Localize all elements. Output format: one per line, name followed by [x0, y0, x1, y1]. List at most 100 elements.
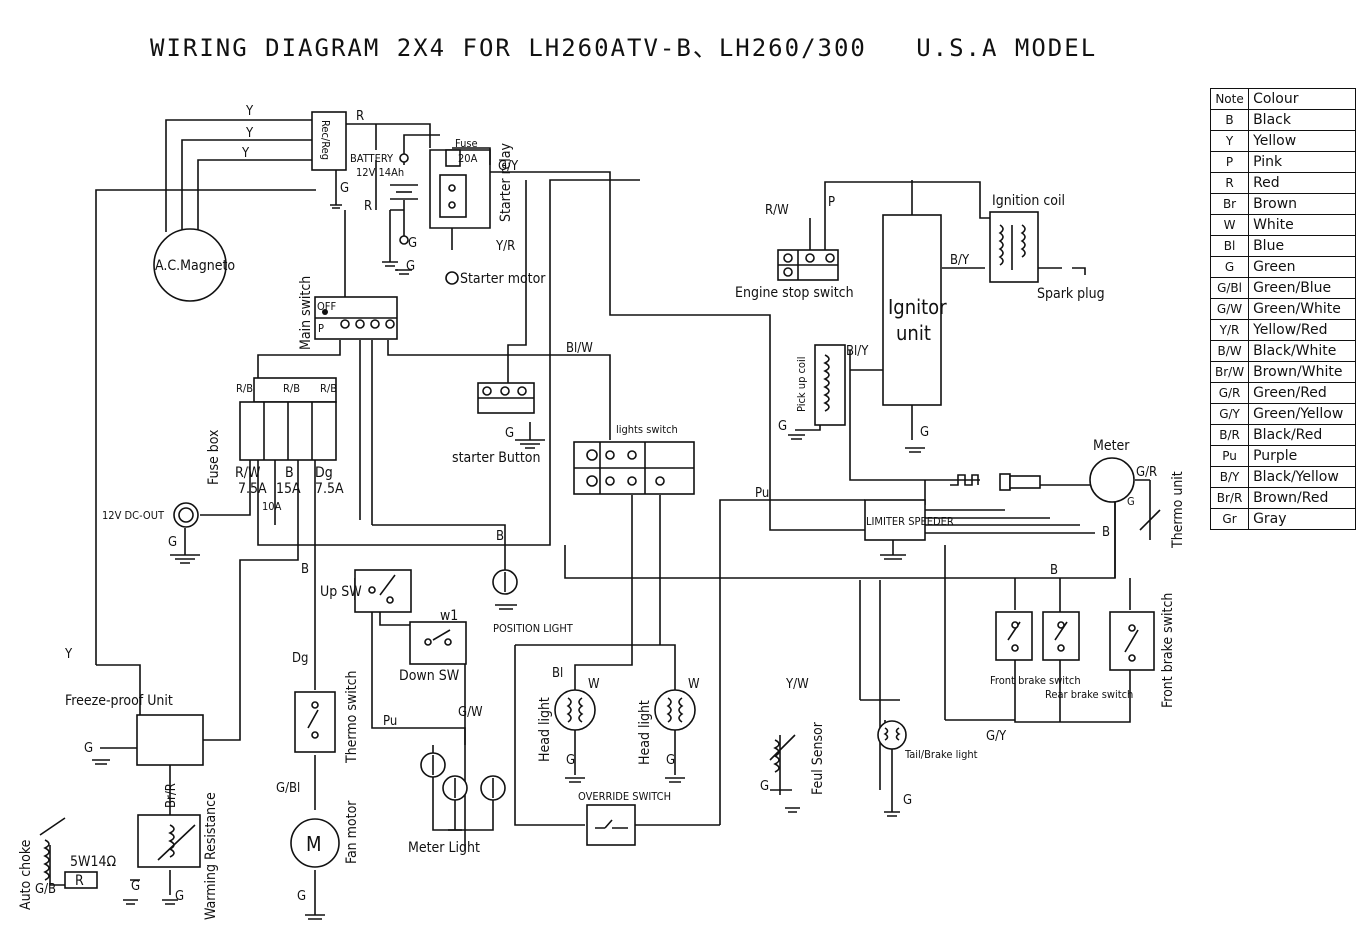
- legend-code: Br/W: [1209, 361, 1250, 383]
- svg-text:Pu: Pu: [383, 714, 397, 729]
- svg-text:G: G: [666, 753, 675, 768]
- thermo-switch: Thermo switch: [294, 670, 360, 764]
- svg-text:Thermo unit: Thermo unit: [1170, 471, 1186, 549]
- svg-text:12V DC-OUT: 12V DC-OUT: [102, 509, 165, 522]
- svg-text:R/W: R/W: [235, 465, 261, 481]
- ignitor-unit: Ignitor unit: [882, 214, 947, 406]
- svg-text:G: G: [408, 236, 417, 251]
- tail-brake-light: Tail/Brake light: [877, 720, 978, 761]
- limiter-speeder: LIMITER SPEEDER: [864, 499, 954, 541]
- svg-text:R/W: R/W: [765, 203, 789, 218]
- svg-text:G: G: [131, 879, 140, 894]
- legend-code: Y: [1209, 130, 1250, 152]
- svg-text:B/Y: B/Y: [950, 253, 970, 268]
- svg-text:Head light: Head light: [637, 700, 653, 765]
- svg-text:A.C.Magneto: A.C.Magneto: [155, 258, 235, 274]
- svg-text:Br/R: Br/R: [164, 783, 179, 808]
- svg-text:G: G: [175, 889, 184, 904]
- svg-text:BATTERY: BATTERY: [350, 152, 394, 165]
- legend-header-colour: Colour: [1248, 88, 1357, 110]
- svg-text:G/Y: G/Y: [498, 159, 519, 174]
- legend-code: W: [1209, 214, 1250, 236]
- svg-text:7.5A: 7.5A: [238, 481, 267, 497]
- svg-text:Freeze-proof Unit: Freeze-proof Unit: [65, 693, 173, 709]
- fan-motor: M Fan motor: [290, 800, 360, 868]
- svg-text:Y: Y: [64, 647, 73, 662]
- svg-text:Down SW: Down SW: [399, 668, 460, 684]
- svg-text:POSITION LIGHT: POSITION LIGHT: [493, 622, 574, 635]
- lights-switch: lights switch: [573, 423, 695, 495]
- svg-text:12V 14Ah: 12V 14Ah: [356, 166, 404, 179]
- fuse-20a: Fuse 20A: [445, 137, 478, 167]
- svg-text:Meter Light: Meter Light: [408, 840, 480, 856]
- legend-colour-name: Brown/Red: [1248, 487, 1357, 509]
- brake-switches: Front brake switch Rear brake switch Fro…: [990, 593, 1176, 708]
- svg-text:Pick up coil: Pick up coil: [795, 357, 808, 412]
- legend-colour-name: Black/Yellow: [1248, 466, 1357, 488]
- svg-text:15A: 15A: [276, 481, 301, 497]
- svg-text:Bl/Y: Bl/Y: [846, 344, 869, 359]
- svg-text:W: W: [588, 677, 600, 692]
- svg-text:Fuse box: Fuse box: [206, 429, 222, 485]
- svg-text:G: G: [340, 181, 349, 196]
- svg-text:G: G: [297, 889, 306, 904]
- down-switch: Down SW w1: [399, 608, 467, 684]
- svg-text:B: B: [496, 529, 504, 544]
- svg-text:G/Bl: G/Bl: [276, 781, 300, 796]
- legend-code: B: [1209, 109, 1250, 131]
- legend-code: B/R: [1209, 424, 1250, 446]
- starter-relay: Starter relay: [439, 142, 514, 222]
- svg-text:M: M: [306, 832, 322, 856]
- legend-colour-name: Yellow: [1248, 130, 1357, 152]
- legend-code: B/W: [1209, 340, 1250, 362]
- svg-text:Pu: Pu: [755, 486, 769, 501]
- warming-resistance: Warming Resistance: [137, 792, 219, 920]
- legend-colour-name: Brown: [1248, 193, 1357, 215]
- svg-text:G: G: [1127, 495, 1135, 508]
- head-lights: Head light Head light: [537, 689, 696, 765]
- legend-colour-name: Green/White: [1248, 298, 1357, 320]
- pick-up-coil: Pick up coil: [795, 344, 846, 426]
- rec-reg: Rec/Reg: [311, 111, 347, 171]
- legend-code: R: [1209, 172, 1250, 194]
- meter: Meter Thermo unit: [950, 438, 1186, 549]
- legend-header-row: Note Colour: [1209, 88, 1357, 110]
- svg-text:Engine stop switch: Engine stop switch: [735, 285, 854, 301]
- auto-choke: Auto choke R 5W14Ω: [18, 839, 116, 910]
- svg-text:G: G: [168, 535, 177, 550]
- wire-labels: Y Y Y R R G G G G/Y Y/R R/W P B/Y Bl/Y G…: [35, 104, 1157, 904]
- svg-text:Y/W: Y/W: [785, 677, 809, 692]
- legend-colour-name: Gray: [1248, 508, 1357, 530]
- legend-code: P: [1209, 151, 1250, 173]
- svg-text:Main switch: Main switch: [298, 276, 314, 350]
- svg-text:Head light: Head light: [537, 697, 553, 762]
- svg-text:Meter: Meter: [1093, 438, 1130, 454]
- svg-text:Y: Y: [245, 104, 254, 119]
- legend-colour-name: Green/Yellow: [1248, 403, 1357, 425]
- ac-magneto: A.C.Magneto: [153, 228, 235, 302]
- svg-text:Ignitor: Ignitor: [888, 295, 947, 319]
- starter-motor: Starter motor: [445, 271, 546, 287]
- ignition-coil: Ignition coil Spark plug: [989, 193, 1105, 302]
- legend-colour-name: Red: [1248, 172, 1357, 194]
- svg-text:R: R: [75, 873, 84, 889]
- legend-code: Bl: [1209, 235, 1250, 257]
- svg-text:R: R: [356, 109, 364, 124]
- svg-text:Starter relay: Starter relay: [498, 142, 514, 222]
- svg-text:Feul Sensor: Feul Sensor: [810, 721, 826, 795]
- svg-text:R: R: [364, 199, 372, 214]
- starter-button: starter Button: [452, 382, 540, 466]
- svg-text:OVERRIDE SWITCH: OVERRIDE SWITCH: [578, 790, 671, 803]
- svg-text:G: G: [566, 753, 575, 768]
